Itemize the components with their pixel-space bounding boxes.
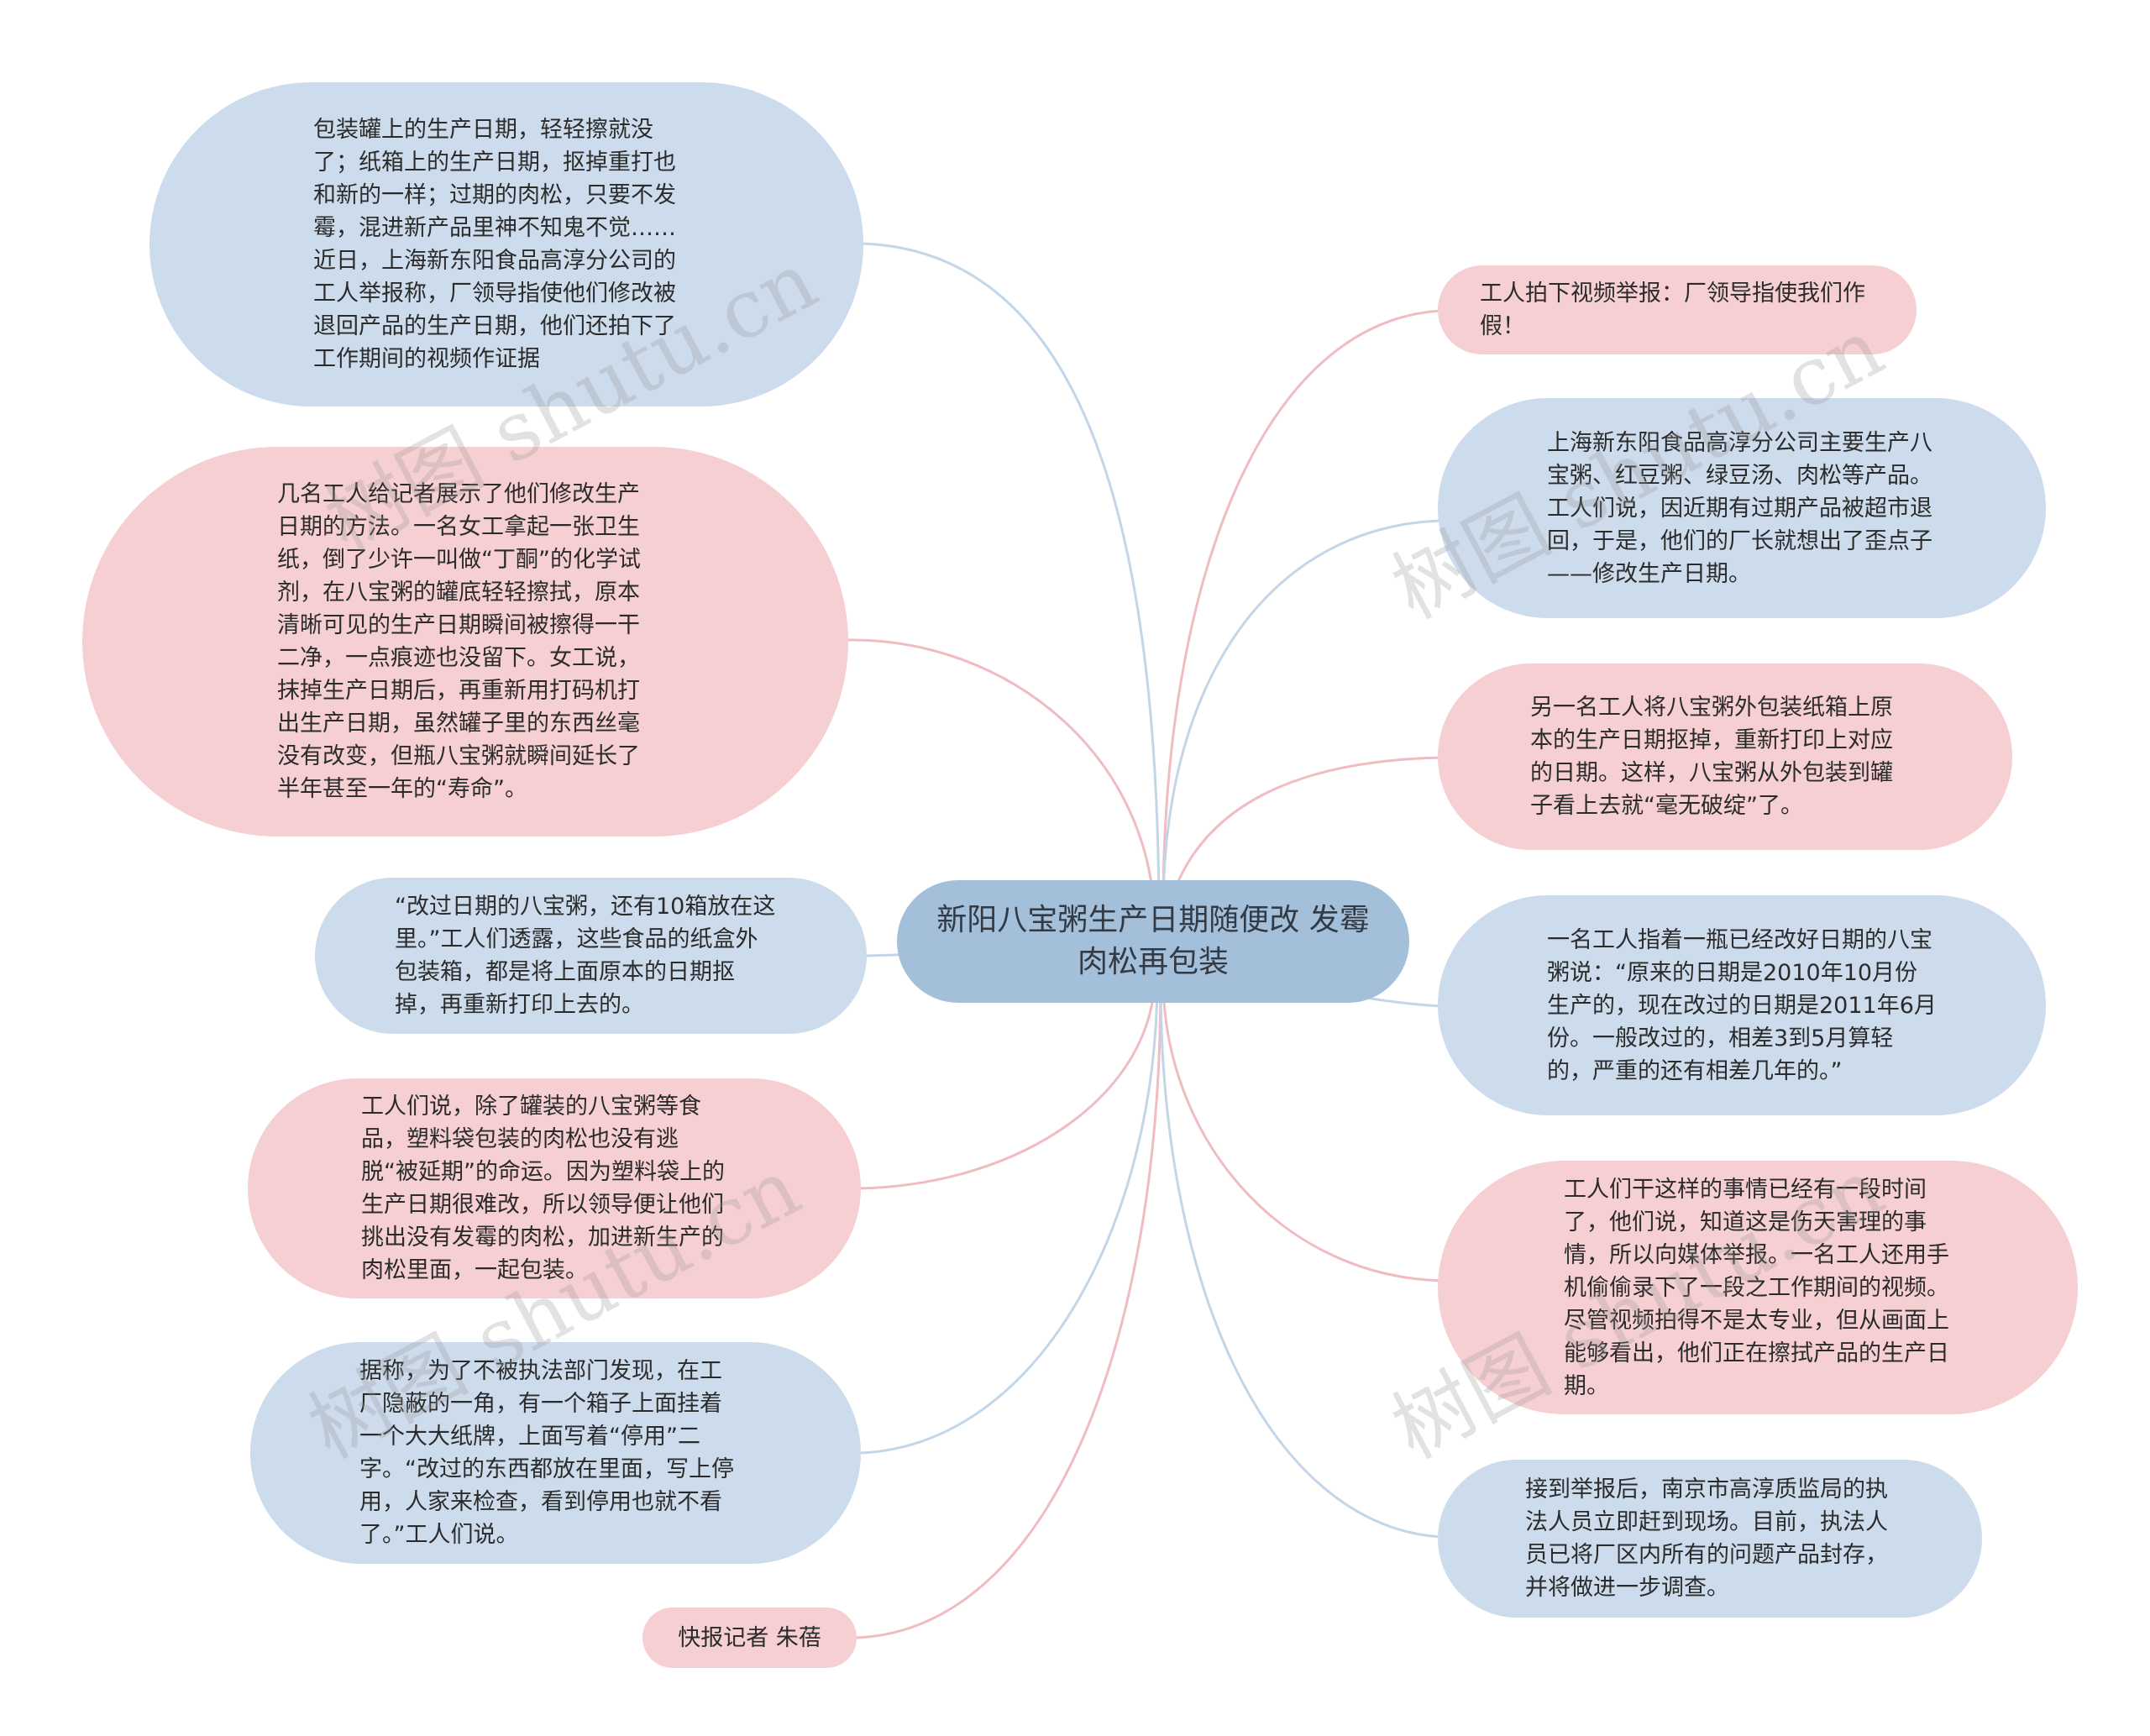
topic-node-label: “改过日期的八宝粥，还有10箱放在这里。”工人们透露，这些食品的纸盒外包装箱，都…	[395, 894, 776, 1018]
connector-l2	[847, 638, 1156, 929]
connector-l1	[863, 242, 1161, 925]
topic-node-r6[interactable]: 接到举报后，南京市高淳质监局的执法人员立即赶到现场。目前，执法人员已将厂区内所有…	[1438, 1460, 1982, 1618]
topic-node-r4[interactable]: 一名工人指着一瓶已经改好日期的八宝粥说：“原来的日期是2010年10月份生产的，…	[1438, 895, 2046, 1115]
connector-r2	[1162, 519, 1444, 912]
topic-node-label: 上海新东阳食品高淳分公司主要生产八宝粥、红豆粥、绿豆汤、肉松等产品。工人们说，因…	[1547, 429, 1932, 587]
topic-node-label: 几名工人给记者展示了他们修改生产日期的方法。一名女工拿起一张卫生纸，倒了少许一叫…	[277, 481, 641, 802]
topic-node-label: 据称，为了不被执法部门发现，在工厂隐蔽的一角，有一个箱子上面挂着一个大大纸牌，上…	[359, 1358, 734, 1548]
connector-r1	[1162, 309, 1444, 908]
central-topic[interactable]: 新阳八宝粥生产日期随便改 发霉肉松再包装	[897, 880, 1409, 1003]
topic-node-label: 工人们说，除了罐装的八宝粥等食品，塑料袋包装的肉松也没有逃脱“被延期”的命运。因…	[361, 1094, 725, 1283]
topic-node-r3[interactable]: 另一名工人将八宝粥外包装纸箱上原本的生产日期抠掉，重新打印上对应的日期。这样，八…	[1438, 663, 2012, 850]
topic-node-label: 工人拍下视频举报：厂领导指使我们作假！	[1480, 281, 1865, 339]
topic-node-l6[interactable]: 快报记者 朱蓓	[642, 1608, 857, 1668]
topic-node-r2[interactable]: 上海新东阳食品高淳分公司主要生产八宝粥、红豆粥、绿豆汤、肉松等产品。工人们说，因…	[1438, 398, 2046, 618]
topic-node-l5[interactable]: 据称，为了不被执法部门发现，在工厂隐蔽的一角，有一个箱子上面挂着一个大大纸牌，上…	[250, 1342, 861, 1564]
topic-node-label: 工人们干这样的事情已经有一段时间了，他们说，知道这是伤天害理的事情，所以向媒体举…	[1564, 1176, 1949, 1399]
topic-node-r5[interactable]: 工人们干这样的事情已经有一段时间了，他们说，知道这是伤天害理的事情，所以向媒体举…	[1438, 1161, 2078, 1414]
topic-node-label: 接到举报后，南京市高淳质监局的执法人员立即赶到现场。目前，执法人员已将厂区内所有…	[1525, 1476, 1888, 1601]
connector-r6	[1159, 982, 1444, 1539]
topic-node-l4[interactable]: 工人们说，除了罐装的八宝粥等食品，塑料袋包装的肉松也没有逃脱“被延期”的命运。因…	[248, 1078, 861, 1298]
connector-l4	[860, 973, 1156, 1190]
central-topic-label: 新阳八宝粥生产日期随便改 发霉肉松再包装	[936, 903, 1370, 979]
topic-node-label: 包装罐上的生产日期，轻轻擦就没了；纸箱上的生产日期，抠掉重打也和新的一样；过期的…	[313, 117, 676, 372]
topic-node-l2[interactable]: 几名工人给记者展示了他们修改生产日期的方法。一名女工拿起一张卫生纸，倒了少许一叫…	[82, 447, 848, 837]
topic-node-l3[interactable]: “改过日期的八宝粥，还有10箱放在这里。”工人们透露，这些食品的纸盒外包装箱，都…	[315, 878, 867, 1034]
connector-l6	[856, 982, 1162, 1639]
topic-node-label: 快报记者 朱蓓	[678, 1624, 821, 1651]
topic-node-label: 一名工人指着一瓶已经改好日期的八宝粥说：“原来的日期是2010年10月份生产的，…	[1547, 926, 1937, 1084]
connector-l5	[860, 978, 1159, 1455]
topic-node-r1[interactable]: 工人拍下视频举报：厂领导指使我们作假！	[1438, 265, 1917, 354]
connector-r5	[1162, 978, 1444, 1282]
connector-r3	[1164, 756, 1444, 920]
topic-node-l1[interactable]: 包装罐上的生产日期，轻轻擦就没了；纸箱上的生产日期，抠掉重打也和新的一样；过期的…	[149, 82, 863, 406]
topic-node-label: 另一名工人将八宝粥外包装纸箱上原本的生产日期抠掉，重新打印上对应的日期。这样，八…	[1530, 695, 1893, 819]
